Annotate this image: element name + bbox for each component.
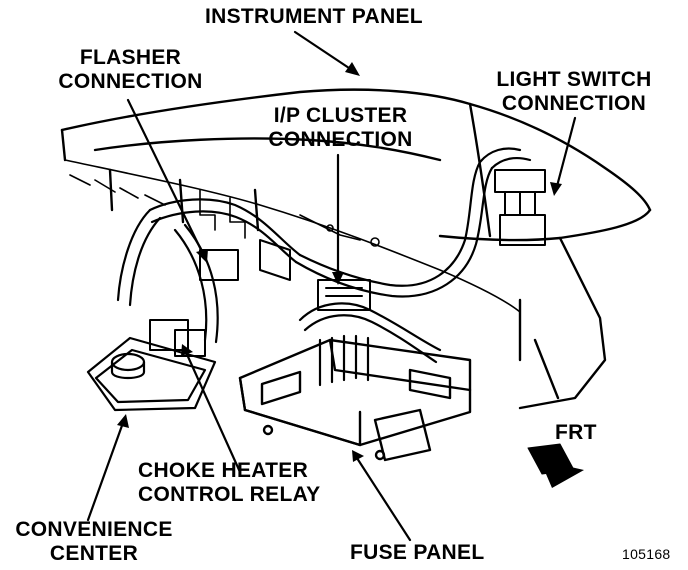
light-switch-label-line1: LIGHT SWITCH (496, 68, 652, 91)
light-switch-label-line2: CONNECTION (501, 92, 647, 115)
convenience-center (86, 336, 217, 412)
flasher-label-line1: FLASHER (79, 46, 182, 69)
convenience-center-label: CONVENIENCE CENTER (4, 518, 184, 566)
choke-label-line2: CONTROL RELAY (138, 483, 321, 506)
leader-arrowheads (117, 62, 562, 462)
choke-heater-relay-label: CHOKE HEATER CONTROL RELAY (138, 459, 320, 507)
lower-dash-detail (64, 159, 521, 313)
instrument-panel-label: INSTRUMENT PANEL (205, 5, 423, 28)
flasher-connection-label: FLASHER CONNECTION (48, 46, 213, 94)
arrow-down-right-icon (527, 443, 584, 488)
choke-label-line1: CHOKE HEATER (138, 459, 309, 482)
light-switch-connection-label: LIGHT SWITCH CONNECTION (484, 68, 664, 116)
ip-cluster-label-line1: I/P CLUSTER (273, 104, 408, 127)
ip-cluster-connection-label: I/P CLUSTER CONNECTION (258, 104, 423, 152)
convenience-label-line2: CENTER (49, 542, 139, 565)
front-direction-label: FRT (555, 421, 597, 444)
light-switch-connector (494, 169, 546, 246)
instrument-panel-outline (60, 88, 652, 410)
ip-cluster-connector (317, 279, 371, 311)
figure-number: 105168 (622, 546, 671, 562)
ip-cluster-label-line2: CONNECTION (268, 128, 413, 151)
flasher-label-line2: CONNECTION (58, 70, 203, 93)
flasher-relay-area (149, 239, 291, 357)
fuse-panel-box (238, 338, 472, 462)
leader-lines (86, 30, 577, 542)
convenience-label-line1: CONVENIENCE (15, 518, 173, 541)
fuse-panel-label: FUSE PANEL (350, 541, 485, 564)
